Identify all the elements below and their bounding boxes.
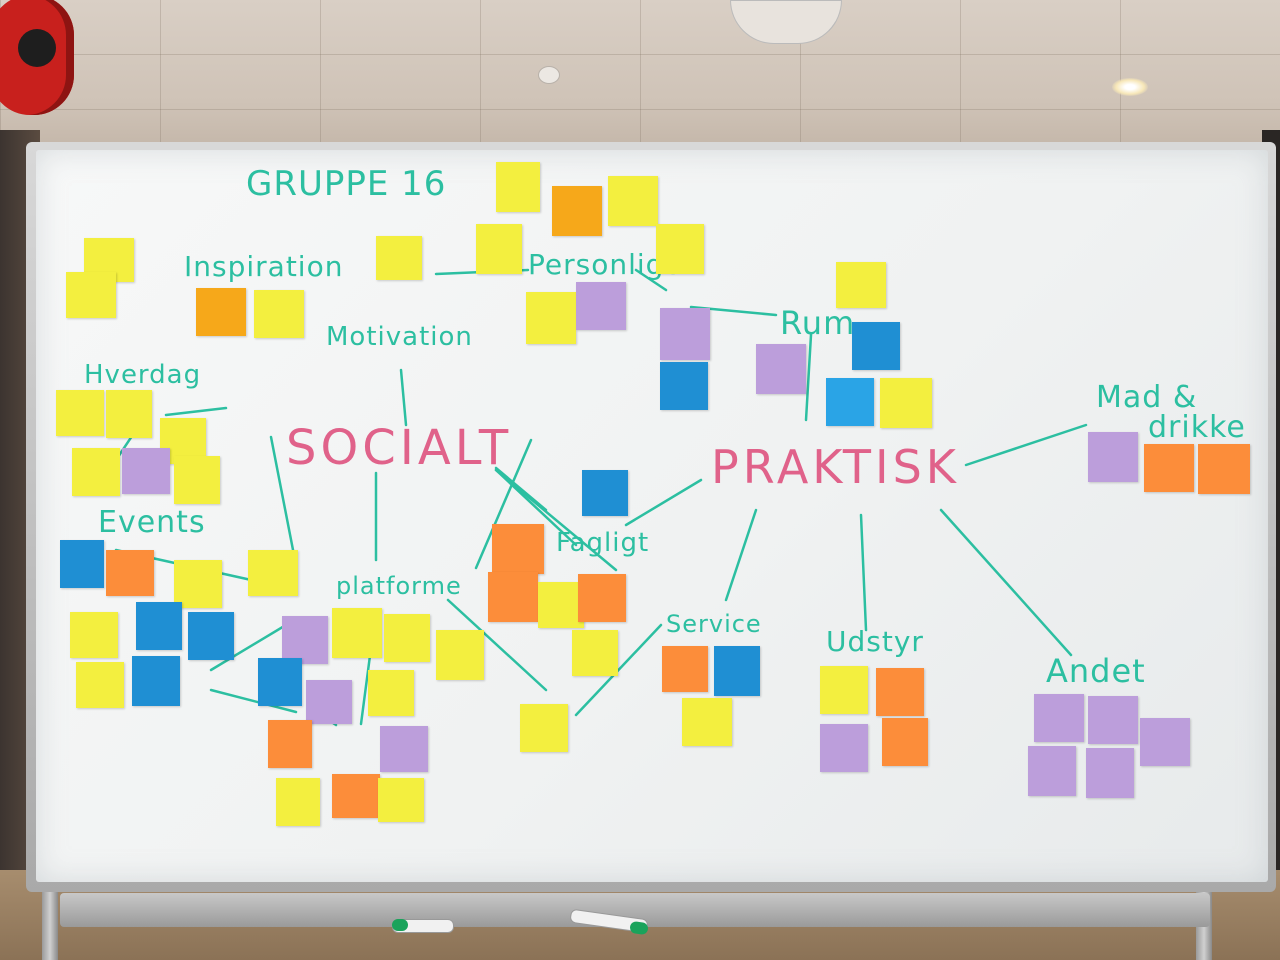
sticky-note[interactable] [122, 448, 170, 494]
sticky-note[interactable] [820, 666, 868, 714]
sticky-note[interactable] [196, 288, 246, 336]
sticky-note[interactable] [582, 470, 628, 516]
sticky-note[interactable] [72, 448, 120, 496]
cable-reel-hub [18, 29, 56, 67]
sticky-note[interactable] [714, 646, 760, 696]
sticky-note[interactable] [826, 378, 874, 426]
topic-service: Service [666, 610, 762, 638]
sticky-note[interactable] [368, 670, 414, 716]
topic-fagligt: Fagligt [556, 528, 650, 558]
ceiling [0, 0, 1280, 170]
sticky-note[interactable] [1140, 718, 1190, 766]
sticky-note[interactable] [1028, 746, 1076, 796]
sticky-note[interactable] [756, 344, 806, 394]
sticky-note[interactable] [488, 572, 538, 622]
sticky-note[interactable] [384, 614, 430, 662]
sticky-note[interactable] [876, 668, 924, 716]
sticky-note[interactable] [880, 378, 932, 428]
sticky-note[interactable] [258, 658, 302, 706]
sticky-note[interactable] [376, 236, 422, 280]
board-leg-left [42, 880, 58, 960]
sticky-note[interactable] [1198, 444, 1250, 494]
sticky-note[interactable] [174, 560, 222, 608]
mindmap-connectors [114, 268, 1088, 727]
central-topic-praktisk: PRAKTISK [711, 440, 960, 494]
marker-cap-green [392, 919, 408, 931]
sticky-note[interactable] [268, 720, 312, 768]
sticky-note[interactable] [1088, 432, 1138, 482]
sticky-note[interactable] [520, 704, 568, 752]
sticky-note[interactable] [136, 602, 182, 650]
sticky-note[interactable] [332, 774, 380, 818]
smoke-detector [538, 66, 560, 84]
board-title: GRUPPE 16 [246, 164, 447, 204]
topic-andet: Andet [1046, 652, 1146, 690]
sticky-note[interactable] [60, 540, 104, 588]
topic-hverdag: Hverdag [84, 360, 202, 390]
sticky-note[interactable] [1144, 444, 1194, 492]
sticky-note[interactable] [492, 524, 544, 574]
sticky-note[interactable] [552, 186, 602, 236]
sticky-note[interactable] [578, 574, 626, 622]
sticky-note[interactable] [132, 656, 180, 706]
sticky-note[interactable] [820, 724, 868, 772]
sticky-note[interactable] [106, 550, 154, 596]
sticky-note[interactable] [380, 726, 428, 772]
topic-motivation: Motivation [326, 322, 473, 352]
topic-mad-drikke-line2: drikke [1148, 410, 1246, 445]
sticky-note[interactable] [276, 778, 320, 826]
sticky-note[interactable] [576, 282, 626, 330]
topic-inspiration: Inspiration [184, 250, 344, 283]
sticky-note[interactable] [836, 262, 886, 308]
sticky-note[interactable] [66, 272, 116, 318]
sticky-note[interactable] [1034, 694, 1084, 742]
central-topic-socialt: SOCIALT [286, 420, 513, 476]
sticky-note[interactable] [378, 778, 424, 822]
sticky-note[interactable] [476, 224, 522, 274]
sticky-note[interactable] [496, 162, 540, 212]
ceiling-light [1112, 78, 1148, 96]
sticky-note[interactable] [174, 456, 220, 504]
sticky-note[interactable] [660, 362, 708, 410]
ceiling-tiles [0, 0, 1280, 170]
sticky-note[interactable] [1088, 696, 1138, 744]
sticky-note[interactable] [682, 698, 732, 746]
topic-mad-drikke-line1: Mad & [1096, 380, 1198, 415]
sticky-note[interactable] [656, 224, 704, 274]
sticky-note[interactable] [526, 292, 576, 344]
whiteboard: GRUPPE 16 SOCIALT PRAKTISK Inspiration H… [36, 150, 1268, 882]
sticky-note[interactable] [660, 308, 710, 360]
sticky-note[interactable] [106, 390, 152, 438]
sticky-note[interactable] [70, 612, 118, 658]
connector [269, 435, 296, 557]
topic-platforme: platforme [336, 572, 462, 600]
sticky-note[interactable] [254, 290, 304, 338]
sticky-note[interactable] [306, 680, 352, 724]
topic-events: Events [98, 505, 206, 540]
topic-udstyr: Udstyr [826, 625, 924, 658]
sticky-note[interactable] [76, 662, 124, 708]
topic-personligt: Personligt [528, 248, 677, 281]
sticky-note[interactable] [608, 176, 658, 226]
sticky-note[interactable] [436, 630, 484, 680]
sticky-note[interactable] [882, 718, 928, 766]
sticky-note[interactable] [662, 646, 708, 692]
cable-reel [0, 0, 74, 115]
sticky-note[interactable] [332, 608, 382, 658]
sticky-note[interactable] [538, 582, 584, 628]
sticky-note[interactable] [282, 616, 328, 664]
sticky-note[interactable] [56, 390, 104, 436]
sticky-note[interactable] [852, 322, 900, 370]
sticky-note[interactable] [248, 550, 298, 596]
sticky-note[interactable] [188, 612, 234, 660]
sticky-note[interactable] [572, 630, 618, 676]
sticky-note[interactable] [1086, 748, 1134, 798]
topic-rum: Rum [780, 304, 856, 342]
